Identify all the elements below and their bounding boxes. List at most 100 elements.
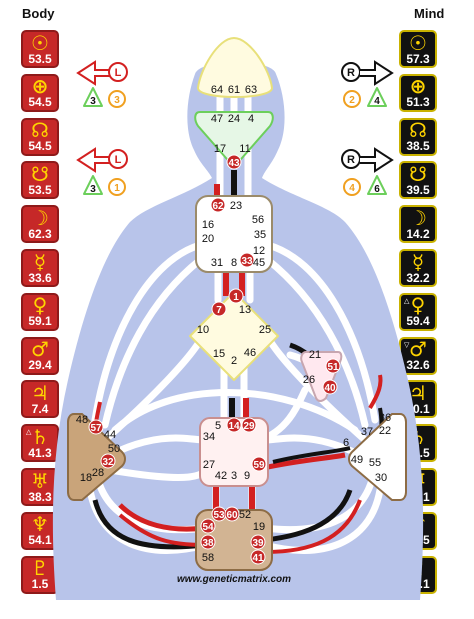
gate-11-label: 11: [239, 143, 250, 155]
planet-gate-value: 53.5: [28, 182, 52, 197]
gate-50-label: 50: [108, 443, 120, 455]
body-top-arrow: L: [76, 60, 128, 86]
active-gate-marker: [211, 301, 227, 317]
gate-45-label: 45: [253, 257, 265, 269]
body-planet-moon[interactable]: ☽62.3: [21, 205, 59, 244]
head-center[interactable]: [196, 36, 274, 98]
active-gate-marker: [200, 518, 216, 534]
solar-plexus-center[interactable]: [348, 413, 407, 501]
body-planet-earth[interactable]: ⊕54.5: [21, 73, 59, 112]
active-gate-marker: [322, 379, 338, 395]
gate-58-label: 58: [202, 552, 214, 564]
throat-center[interactable]: [195, 195, 273, 273]
svg-text:R: R: [347, 154, 355, 166]
mind-column-title: Mind: [414, 6, 445, 21]
gate-25-label: 25: [259, 324, 271, 336]
mars-icon: ♂: [409, 337, 427, 362]
mind-planet-north-node[interactable]: ☊38.5: [399, 117, 437, 156]
moon-icon: ☽: [31, 205, 49, 230]
moon-icon: ☽: [409, 205, 427, 230]
mind-bottom-numbers: 4 6: [343, 175, 387, 196]
spleen-center[interactable]: [67, 413, 126, 501]
gate-64-label: 64: [211, 84, 223, 96]
gate-59-label: 59: [253, 460, 265, 471]
north-node-icon: ☊: [31, 118, 49, 143]
jupiter-icon: ♃: [31, 380, 49, 405]
mind-planet-south-node[interactable]: ☋39.5: [399, 161, 437, 200]
mind-bottom-arrow: R: [341, 147, 394, 173]
sun-icon: ☉: [31, 30, 49, 55]
body-planet-sun[interactable]: ☉53.5: [21, 30, 59, 68]
mind-top-numbers: 2 4: [343, 87, 387, 108]
body-planet-jupiter[interactable]: ♃7.4: [21, 380, 59, 419]
active-gate-marker: [250, 549, 266, 565]
active-gate-marker: [325, 358, 341, 374]
mind-planet-earth[interactable]: ⊕51.3: [399, 73, 437, 112]
gate-5-label: 5: [215, 420, 221, 432]
svg-text:3: 3: [90, 96, 96, 107]
body-planet-neptune[interactable]: ♆54.1: [21, 511, 59, 550]
body-top-numbers: 3 3: [83, 87, 126, 108]
pluto-icon: ♇: [31, 556, 49, 581]
active-gate-marker: [210, 197, 226, 213]
gate-60-label: 60: [226, 510, 238, 521]
gate-39-label: 39: [252, 538, 264, 549]
planet-gate-value: 29.4: [28, 358, 52, 373]
sun-icon: ☉: [409, 30, 427, 55]
venus-icon: ♀: [32, 293, 48, 318]
active-gate-marker: [228, 288, 244, 304]
body-planet-south-node[interactable]: ☋53.5: [21, 161, 59, 200]
body-planet-north-node[interactable]: ☊54.5: [21, 117, 59, 156]
active-gate-marker: [226, 417, 242, 433]
gate-17-label: 17: [214, 143, 226, 155]
footer-url-text: www.geneticmatrix.com: [177, 574, 291, 585]
body-planet-venus[interactable]: ♀59.1: [21, 292, 59, 331]
gate-23-label: 23: [230, 200, 242, 212]
gate-38-label: 38: [202, 538, 214, 549]
gate-15-label: 15: [213, 348, 225, 360]
gate-1-label: 1: [233, 292, 239, 303]
svg-text:3: 3: [114, 95, 120, 106]
mind-planet-moon[interactable]: ☽14.2: [399, 205, 437, 244]
gate-3-label: 3: [231, 470, 237, 482]
planet-gate-value: 1.5: [31, 577, 49, 592]
north-node-icon: ☊: [409, 118, 427, 143]
gate-37-label: 37: [361, 426, 373, 438]
planet-gate-value: 7.4: [31, 401, 49, 416]
gate-42-label: 42: [215, 470, 227, 482]
body-planet-saturn[interactable]: △♄41.3: [21, 424, 59, 463]
gate-55-label: 55: [369, 457, 381, 469]
planet-gate-value: 51.3: [406, 95, 430, 110]
gate-26-label: 26: [303, 374, 315, 386]
planet-gate-value: 33.6: [28, 270, 52, 285]
svg-text:L: L: [115, 154, 122, 166]
gate-54-label: 54: [202, 522, 214, 533]
earth-icon: ⊕: [31, 74, 49, 99]
planet-gate-value: 53.5: [28, 51, 52, 66]
mind-planet-venus[interactable]: △♀59.4: [399, 292, 437, 331]
active-gate-marker: [251, 456, 267, 472]
body-planet-mercury[interactable]: ☿33.6: [21, 249, 59, 287]
planet-gate-value: 32.2: [406, 270, 430, 285]
mercury-icon: ☿: [411, 249, 425, 274]
exaltation-mark-icon: △: [404, 297, 410, 305]
gate-14-label: 14: [228, 421, 240, 432]
planet-gate-value: 59.4: [406, 314, 430, 329]
gate-36-label: 36: [379, 412, 391, 424]
south-node-icon: ☋: [31, 161, 49, 186]
planet-gate-value: 38.3: [28, 489, 52, 504]
gate-52-label: 52: [239, 509, 251, 521]
gate-27-label: 27: [203, 459, 215, 471]
planet-gate-value: 62.3: [28, 226, 52, 241]
gate-48-label: 48: [76, 414, 88, 426]
gate-21-label: 21: [309, 349, 321, 361]
body-planet-mars[interactable]: ♂29.4: [21, 336, 59, 375]
mind-planet-sun[interactable]: ☉57.3: [399, 30, 437, 68]
active-gate-marker: [226, 154, 242, 170]
body-bottom-numbers: 3 1: [83, 175, 126, 196]
mind-planet-mercury[interactable]: ☿32.2: [399, 249, 437, 287]
active-gate-marker: [88, 419, 104, 435]
gate-13-label: 13: [239, 304, 251, 316]
gate-56-label: 56: [252, 214, 264, 226]
g-center[interactable]: [189, 291, 279, 381]
